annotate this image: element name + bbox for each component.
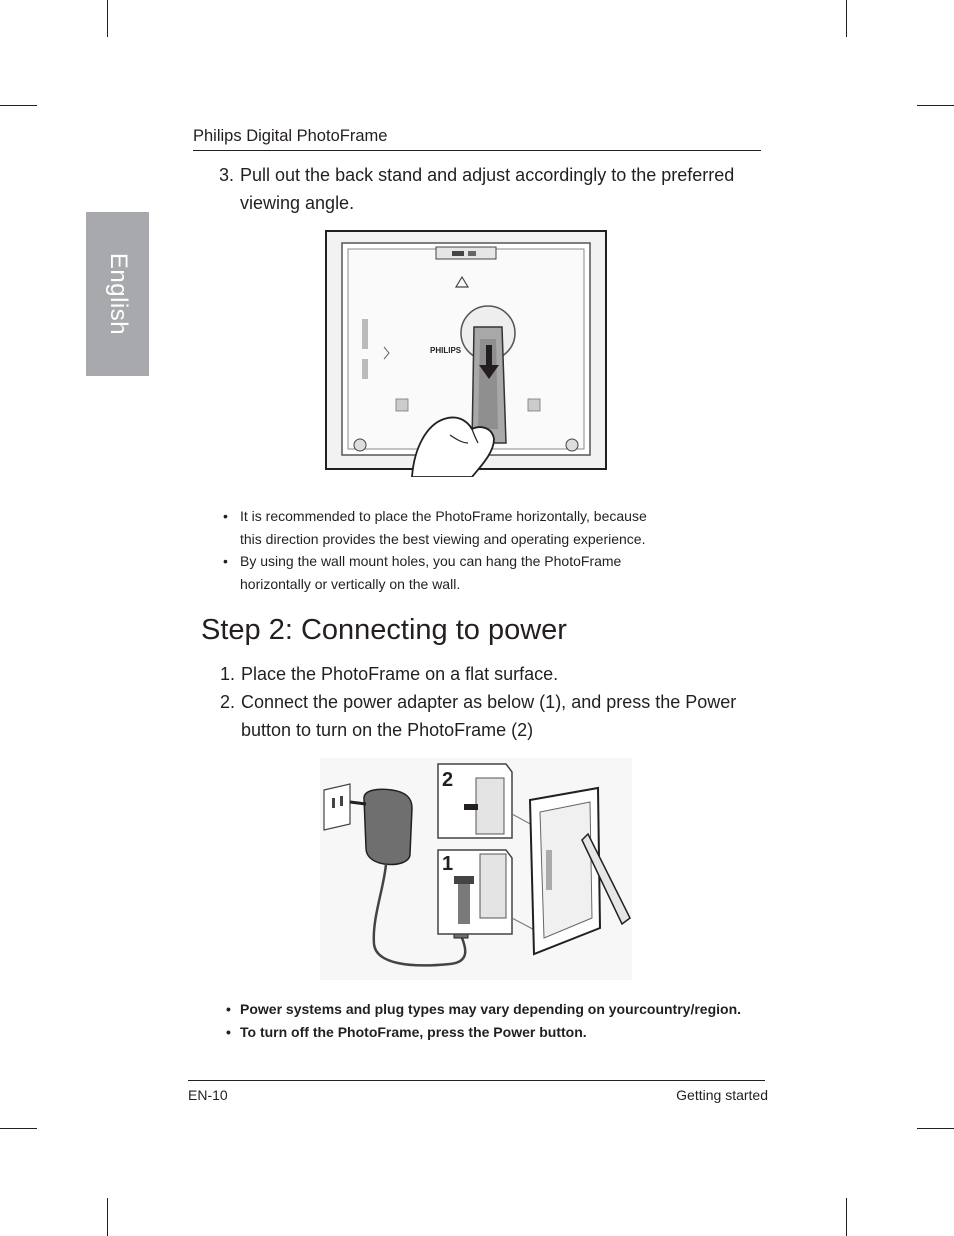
note-text-line: this direction provides the best viewing…: [240, 530, 646, 547]
figure-power-connection: 2 1: [320, 758, 632, 980]
crop-mark: [917, 1128, 954, 1129]
running-header: Philips Digital PhotoFrame: [193, 127, 388, 145]
note-text-line: Power systems and plug types may vary de…: [240, 1001, 742, 1017]
brand-label: PHILIPS: [430, 346, 462, 355]
bullet: •: [223, 508, 228, 524]
section-heading: Step 2: Connecting to power: [201, 614, 567, 646]
callout-number: 1: [442, 853, 453, 875]
note-text-line: By using the wall mount holes, you can h…: [240, 553, 622, 569]
list-number: 3.: [219, 165, 235, 185]
note-item: • By using the wall mount holes, you can…: [223, 550, 743, 595]
bullet: •: [226, 1024, 231, 1040]
footer-rule: [188, 1080, 765, 1081]
note-item: • Power systems and plug types may vary …: [226, 998, 786, 1021]
crop-mark: [107, 1198, 108, 1236]
language-tab-label: English: [104, 252, 132, 336]
list-item: 2. Connect the power adapter as below (1…: [220, 688, 780, 744]
bullet: •: [226, 1001, 231, 1017]
list-text-line: button to turn on the PhotoFrame (2): [241, 720, 534, 740]
note-text-line: It is recommended to place the PhotoFram…: [240, 508, 647, 524]
page-number: EN-10: [188, 1087, 228, 1103]
header-rule: [193, 150, 761, 151]
figure-frame-back-stand: PHILIPS: [322, 229, 610, 478]
note-item: • To turn off the PhotoFrame, press the …: [226, 1021, 786, 1044]
list-item: 1. Place the PhotoFrame on a flat surfac…: [220, 660, 780, 688]
crop-mark: [846, 0, 847, 37]
note-text-line: To turn off the PhotoFrame, press the Po…: [240, 1024, 587, 1040]
crop-mark: [846, 1198, 847, 1236]
section-name: Getting started: [676, 1087, 768, 1103]
list-text-line: Place the PhotoFrame on a flat surface.: [241, 664, 559, 684]
crop-mark: [107, 0, 108, 37]
bullet: •: [223, 553, 228, 569]
note-text-line: horizontally or vertically on the wall.: [240, 575, 461, 592]
list-number: 1.: [220, 664, 236, 684]
power-connection-illustration: 2 1: [320, 758, 632, 980]
callout-number: 2: [442, 769, 453, 791]
crop-mark: [0, 105, 37, 106]
frame-back-illustration: PHILIPS: [325, 230, 607, 478]
list-text-line: Connect the power adapter as below (1), …: [241, 692, 737, 712]
note-item: • It is recommended to place the PhotoFr…: [223, 505, 743, 550]
language-tab: English: [86, 212, 149, 376]
list-text-line: viewing angle.: [240, 193, 355, 213]
list-item: 3. Pull out the back stand and adjust ac…: [219, 161, 779, 217]
list-number: 2.: [220, 692, 236, 712]
crop-mark: [917, 105, 954, 106]
crop-mark: [0, 1128, 37, 1129]
list-text-line: Pull out the back stand and adjust accor…: [240, 165, 735, 185]
